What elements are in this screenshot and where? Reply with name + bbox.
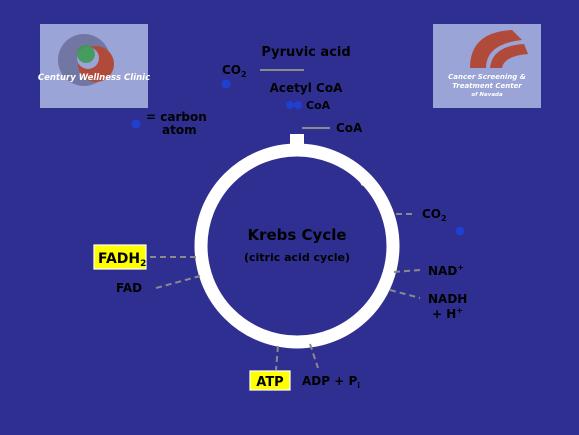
adp-connector — [309, 343, 319, 369]
cycle-subtitle: (citric acid cycle) — [244, 251, 350, 264]
fadh2-label: FADH2 — [98, 251, 146, 269]
logo-left-text: Century Wellness Clinic — [38, 73, 150, 83]
atp-label: ATP — [256, 375, 283, 390]
logo-right-line2: Treatment Center — [452, 82, 522, 90]
legend-line2: atom — [162, 123, 197, 137]
logo-right-fan-icon-2 — [490, 44, 528, 68]
carbon-atom-icon — [221, 79, 231, 89]
adp-label: ADP + Pi — [302, 374, 360, 390]
logo-right-line3: of Nevada — [471, 92, 503, 98]
cancer-screening-logo: Cancer Screening & Treatment Center of N… — [433, 24, 541, 108]
acetyl-coa-suffix: CoA — [306, 99, 331, 112]
fadh2-highlight — [93, 244, 147, 270]
nad-label: NAD+ — [428, 263, 464, 278]
legend-line1: = carbon — [146, 110, 207, 124]
nadh-label-line1: NADH — [428, 292, 467, 306]
century-wellness-logo: Century Wellness Clinic — [38, 24, 150, 108]
carbon-atom-icon — [286, 101, 294, 109]
co2-top-label: CO2 — [222, 63, 247, 79]
acetyl-coa-label: Acetyl CoA — [270, 81, 343, 95]
legend-carbon-icon — [131, 119, 141, 129]
atp-highlight — [249, 370, 291, 391]
logo-left-swirl-green — [77, 45, 95, 63]
entry-point — [290, 134, 304, 152]
carbon-atom-icon — [455, 226, 465, 236]
cycle-direction-arrow — [350, 164, 372, 186]
coa-label: CoA — [336, 121, 363, 135]
logo-right-line1: Cancer Screening & — [448, 73, 526, 81]
logo-right-fan-icon — [470, 30, 522, 68]
pyruvic-acid-label: Pyruvic acid — [261, 45, 350, 60]
cycle-title: Krebs Cycle — [247, 226, 346, 244]
carbon-atom-icon — [294, 101, 302, 109]
nad-connector — [393, 269, 421, 273]
fad-connector — [155, 275, 201, 289]
atp-connector — [275, 345, 279, 371]
fad-label: FAD — [116, 281, 142, 295]
nadh-label-line2: + H+ — [432, 306, 463, 321]
co2-out-label: CO2 — [422, 207, 447, 223]
nadh-connector — [389, 289, 421, 299]
